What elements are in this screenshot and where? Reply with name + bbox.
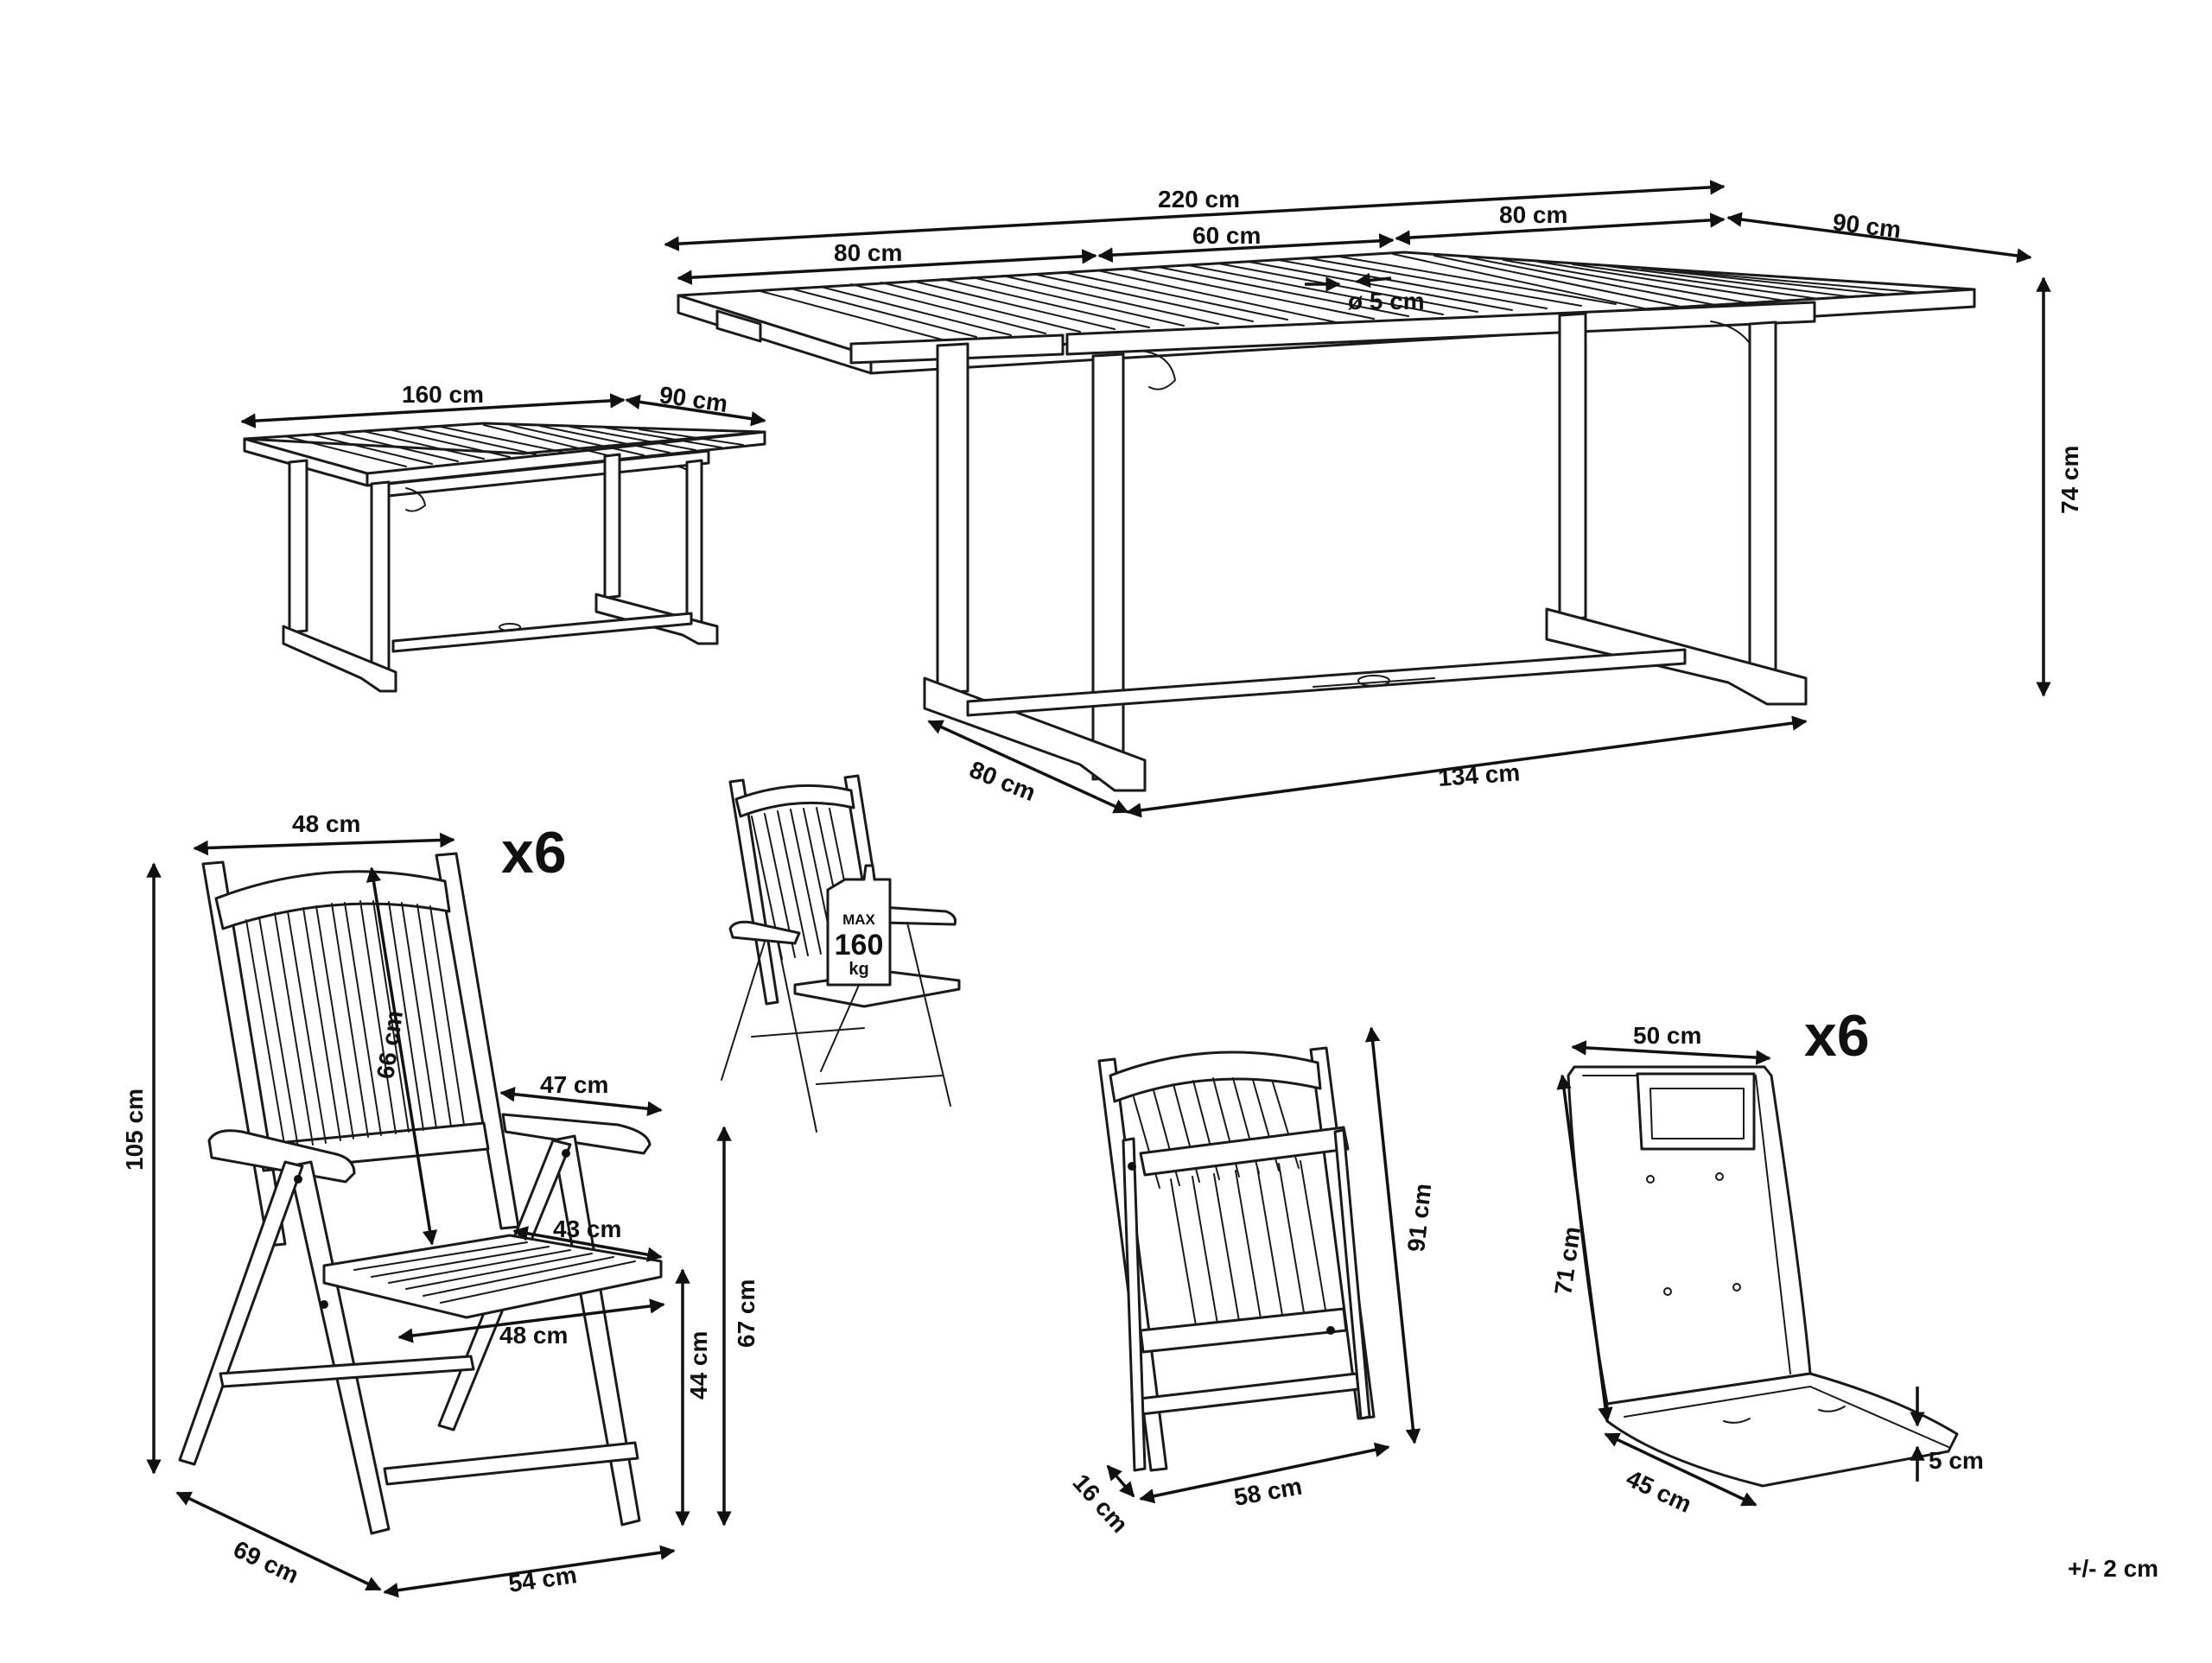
- dim-line-hole-right: [1355, 272, 1392, 289]
- cushion-quantity: x6: [1804, 1003, 1870, 1069]
- load-badge-value: 160: [835, 929, 884, 962]
- load-badge: MAX 160 kg: [826, 864, 892, 987]
- label-leaf-right: 80 cm: [1499, 201, 1567, 228]
- compact-table-dimensions: 160 cm 90 cm: [240, 381, 766, 428]
- compact-table-drawing: [243, 422, 766, 693]
- dim-line-chair-top-width: [193, 832, 455, 856]
- dim-line-leaf-left: [677, 249, 1097, 285]
- label-chair-depth: 69 cm: [229, 1535, 302, 1589]
- label-chair-seat-depth: 43 cm: [553, 1216, 621, 1242]
- dim-line-folded-height: [1364, 1026, 1421, 1444]
- folded-chair-drawing: [1097, 1046, 1376, 1472]
- dim-line-cushion-back: [1556, 1074, 1613, 1423]
- cushion-drawing: [1567, 1065, 1959, 1488]
- label-chair-armrest-depth: 47 cm: [540, 1071, 608, 1098]
- label-frame-length: 134 cm: [1437, 759, 1521, 791]
- label-length-total: 220 cm: [1158, 186, 1240, 213]
- chair-dimensions: 48 cm x6 105 cm 66 cm 47 cm 43 cm 48 cm …: [121, 810, 760, 1598]
- label-folded-thickness: 16 cm: [1068, 1469, 1134, 1538]
- label-depth: 90 cm: [1831, 208, 1903, 243]
- dim-line-depth: [1726, 212, 2032, 263]
- label-height: 74 cm: [2056, 446, 2083, 514]
- label-chair-armrest-height: 67 cm: [733, 1279, 760, 1348]
- load-badge-unit: kg: [849, 960, 868, 979]
- label-leaf-middle: 60 cm: [1192, 222, 1261, 249]
- folded-chair-dimensions: 91 cm 58 cm 16 cm: [1068, 1026, 1436, 1538]
- dim-line-folded-thickness: [1106, 1464, 1135, 1498]
- dim-line-folded-width: [1139, 1442, 1390, 1504]
- dim-line-frame-length: [1126, 715, 1808, 818]
- label-chair-seat-width: 48 cm: [499, 1322, 568, 1349]
- label-cushion-back: 71 cm: [1549, 1225, 1586, 1297]
- dim-line-chair-seat-depth: [512, 1226, 663, 1262]
- dim-line-chair-depth: [175, 1491, 382, 1591]
- label-umbrella-hole: ø 5 cm: [1348, 288, 1425, 314]
- dim-line-chair-width: [383, 1545, 676, 1598]
- dim-line-compact-length: [240, 393, 626, 428]
- dim-line-chair-armrest-depth: [499, 1086, 663, 1117]
- extended-table-drawing: [677, 251, 1976, 792]
- label-chair-seat-height: 44 cm: [685, 1331, 712, 1400]
- label-cushion-thickness: 5 cm: [1929, 1447, 1984, 1474]
- label-leaf-left: 80 cm: [834, 239, 902, 266]
- dim-line-length-total: [664, 180, 1726, 251]
- label-chair-height: 105 cm: [121, 1089, 148, 1171]
- dim-line-chair-backrest: [365, 866, 438, 1246]
- label-chair-width: 54 cm: [507, 1561, 579, 1597]
- label-chair-backrest: 66 cm: [372, 1009, 408, 1081]
- extended-table-dimensions: 220 cm 80 cm 60 cm 80 cm 90 cm 74 cm ø 5…: [664, 180, 2083, 818]
- dim-line-chair-seat-width: [397, 1298, 665, 1343]
- chair-quantity: x6: [501, 820, 567, 885]
- dim-line-cushion-width: [1571, 1040, 1771, 1065]
- chair-drawing: [178, 852, 663, 1535]
- dim-line-frame-depth: [927, 720, 1129, 814]
- dim-line-leaf-right: [1395, 213, 1726, 245]
- dim-line-cushion-seat-depth: [1604, 1432, 1758, 1507]
- label-compact-depth: 90 cm: [658, 381, 729, 417]
- label-chair-top-width: 48 cm: [292, 810, 360, 837]
- load-badge-label: MAX: [842, 911, 875, 928]
- dim-line-compact-depth: [625, 394, 766, 427]
- label-cushion-width: 50 cm: [1633, 1022, 1701, 1049]
- tolerance-note: +/- 2 cm: [2068, 1555, 2158, 1582]
- label-compact-length: 160 cm: [402, 381, 484, 408]
- label-frame-depth: 80 cm: [966, 756, 1039, 806]
- label-folded-height: 91 cm: [1402, 1182, 1436, 1253]
- dim-line-leaf-middle: [1097, 233, 1395, 263]
